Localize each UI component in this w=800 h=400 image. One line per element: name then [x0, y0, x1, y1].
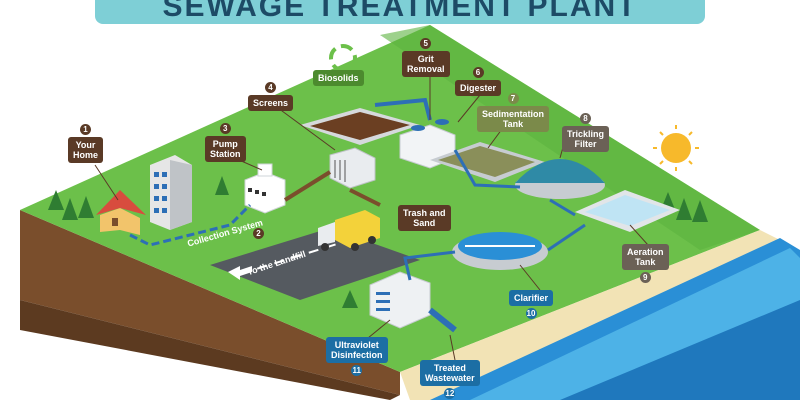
sludge-pipe [283, 170, 332, 202]
house [96, 190, 146, 235]
callout-ultraviolet-disinfection: Ultraviolet Disinfection 11 [326, 337, 388, 376]
grass-land [20, 25, 760, 372]
sedimentation-tank-shape [430, 142, 545, 182]
callout-label: Your Home [68, 137, 104, 163]
water-pipe-2 [549, 198, 576, 217]
callout-label: Digester [455, 80, 502, 96]
callout-label: Biosolids [313, 70, 364, 86]
callout-biosolids: Biosolids [313, 70, 364, 86]
callout-number: 9 [639, 272, 651, 283]
apartment-building [150, 155, 192, 230]
water-pipe [453, 149, 521, 189]
callout-screens: 4 Screens [248, 82, 294, 111]
road-line [239, 239, 351, 275]
callout-pump-station: 3 Pump Station [205, 123, 246, 162]
callout-trash-and-sand: Trash and Sand [398, 205, 451, 231]
sea-front-face [560, 300, 800, 400]
callout-label: Clarifier [509, 290, 554, 306]
collection-pipe [129, 203, 252, 247]
callout-number: 11 [351, 365, 363, 376]
pump-station [244, 163, 286, 214]
callout-number: 3 [219, 123, 231, 134]
grit-pipe [374, 97, 432, 121]
callout-label: Screens [248, 95, 294, 111]
landfill-arrow-icon [228, 266, 252, 280]
callout-label: Aeration Tank [622, 244, 669, 270]
soil-under-face [20, 300, 400, 400]
sand-beach [400, 230, 780, 400]
callout-number: 8 [580, 113, 591, 124]
landfill-road [210, 228, 420, 300]
trash-pipe [349, 188, 381, 207]
callout-number: 5 [420, 38, 432, 49]
garbage-truck [318, 210, 380, 251]
screens-unit [329, 147, 376, 189]
page-title: SEWAGE TREATMENT PLANT [162, 0, 638, 23]
callout-number: 12 [444, 388, 456, 399]
title-banner: SEWAGE TREATMENT PLANT [95, 0, 705, 24]
trees [48, 176, 708, 308]
callout-label: Trash and Sand [398, 205, 451, 231]
callout-treated-wastewater: Treated Wastewater 12 [420, 360, 480, 399]
outfall-pipe [428, 307, 457, 333]
callout-label: Treated Wastewater [420, 360, 480, 386]
uv-building [369, 271, 431, 329]
callout-label: Trickling Filter [562, 126, 610, 152]
callout-label: Grit Removal [402, 51, 450, 77]
callout-number: 2 [253, 228, 264, 239]
callout-number: 1 [80, 124, 91, 135]
callout-number: 10 [525, 308, 537, 319]
callout-clarifier: Clarifier 10 [509, 290, 554, 319]
callout-number: 7 [507, 93, 519, 104]
trickling-filter-dome [515, 159, 605, 199]
callout-number: 4 [265, 82, 277, 93]
water-pipe-3 [547, 223, 586, 252]
callout-label: Sedimentation Tank [477, 106, 550, 132]
callout-trickling-filter: 8 Trickling Filter [562, 113, 610, 152]
clarifier-tank-shape [452, 232, 548, 270]
callout-label: Pump Station [205, 136, 246, 162]
callout-sedimentation-tank: 7 Sedimentation Tank [477, 93, 550, 132]
aeration-tank-shape [575, 190, 680, 232]
callout-your-home: 1 Your Home [68, 124, 104, 163]
callout-collection-system-number: 2 [253, 228, 264, 239]
callout-label: Ultraviolet Disinfection [326, 337, 388, 363]
callout-grit-removal: 5 Grit Removal [402, 38, 450, 77]
callout-number: 6 [472, 67, 484, 78]
biosolids-bed [300, 108, 420, 145]
sun-icon [653, 125, 699, 171]
water-pipe-4 [403, 250, 456, 281]
callout-aeration-tank: Aeration Tank 9 [622, 244, 669, 283]
soil-left-face [20, 210, 400, 395]
callout-digester: 6 Digester [455, 67, 502, 96]
